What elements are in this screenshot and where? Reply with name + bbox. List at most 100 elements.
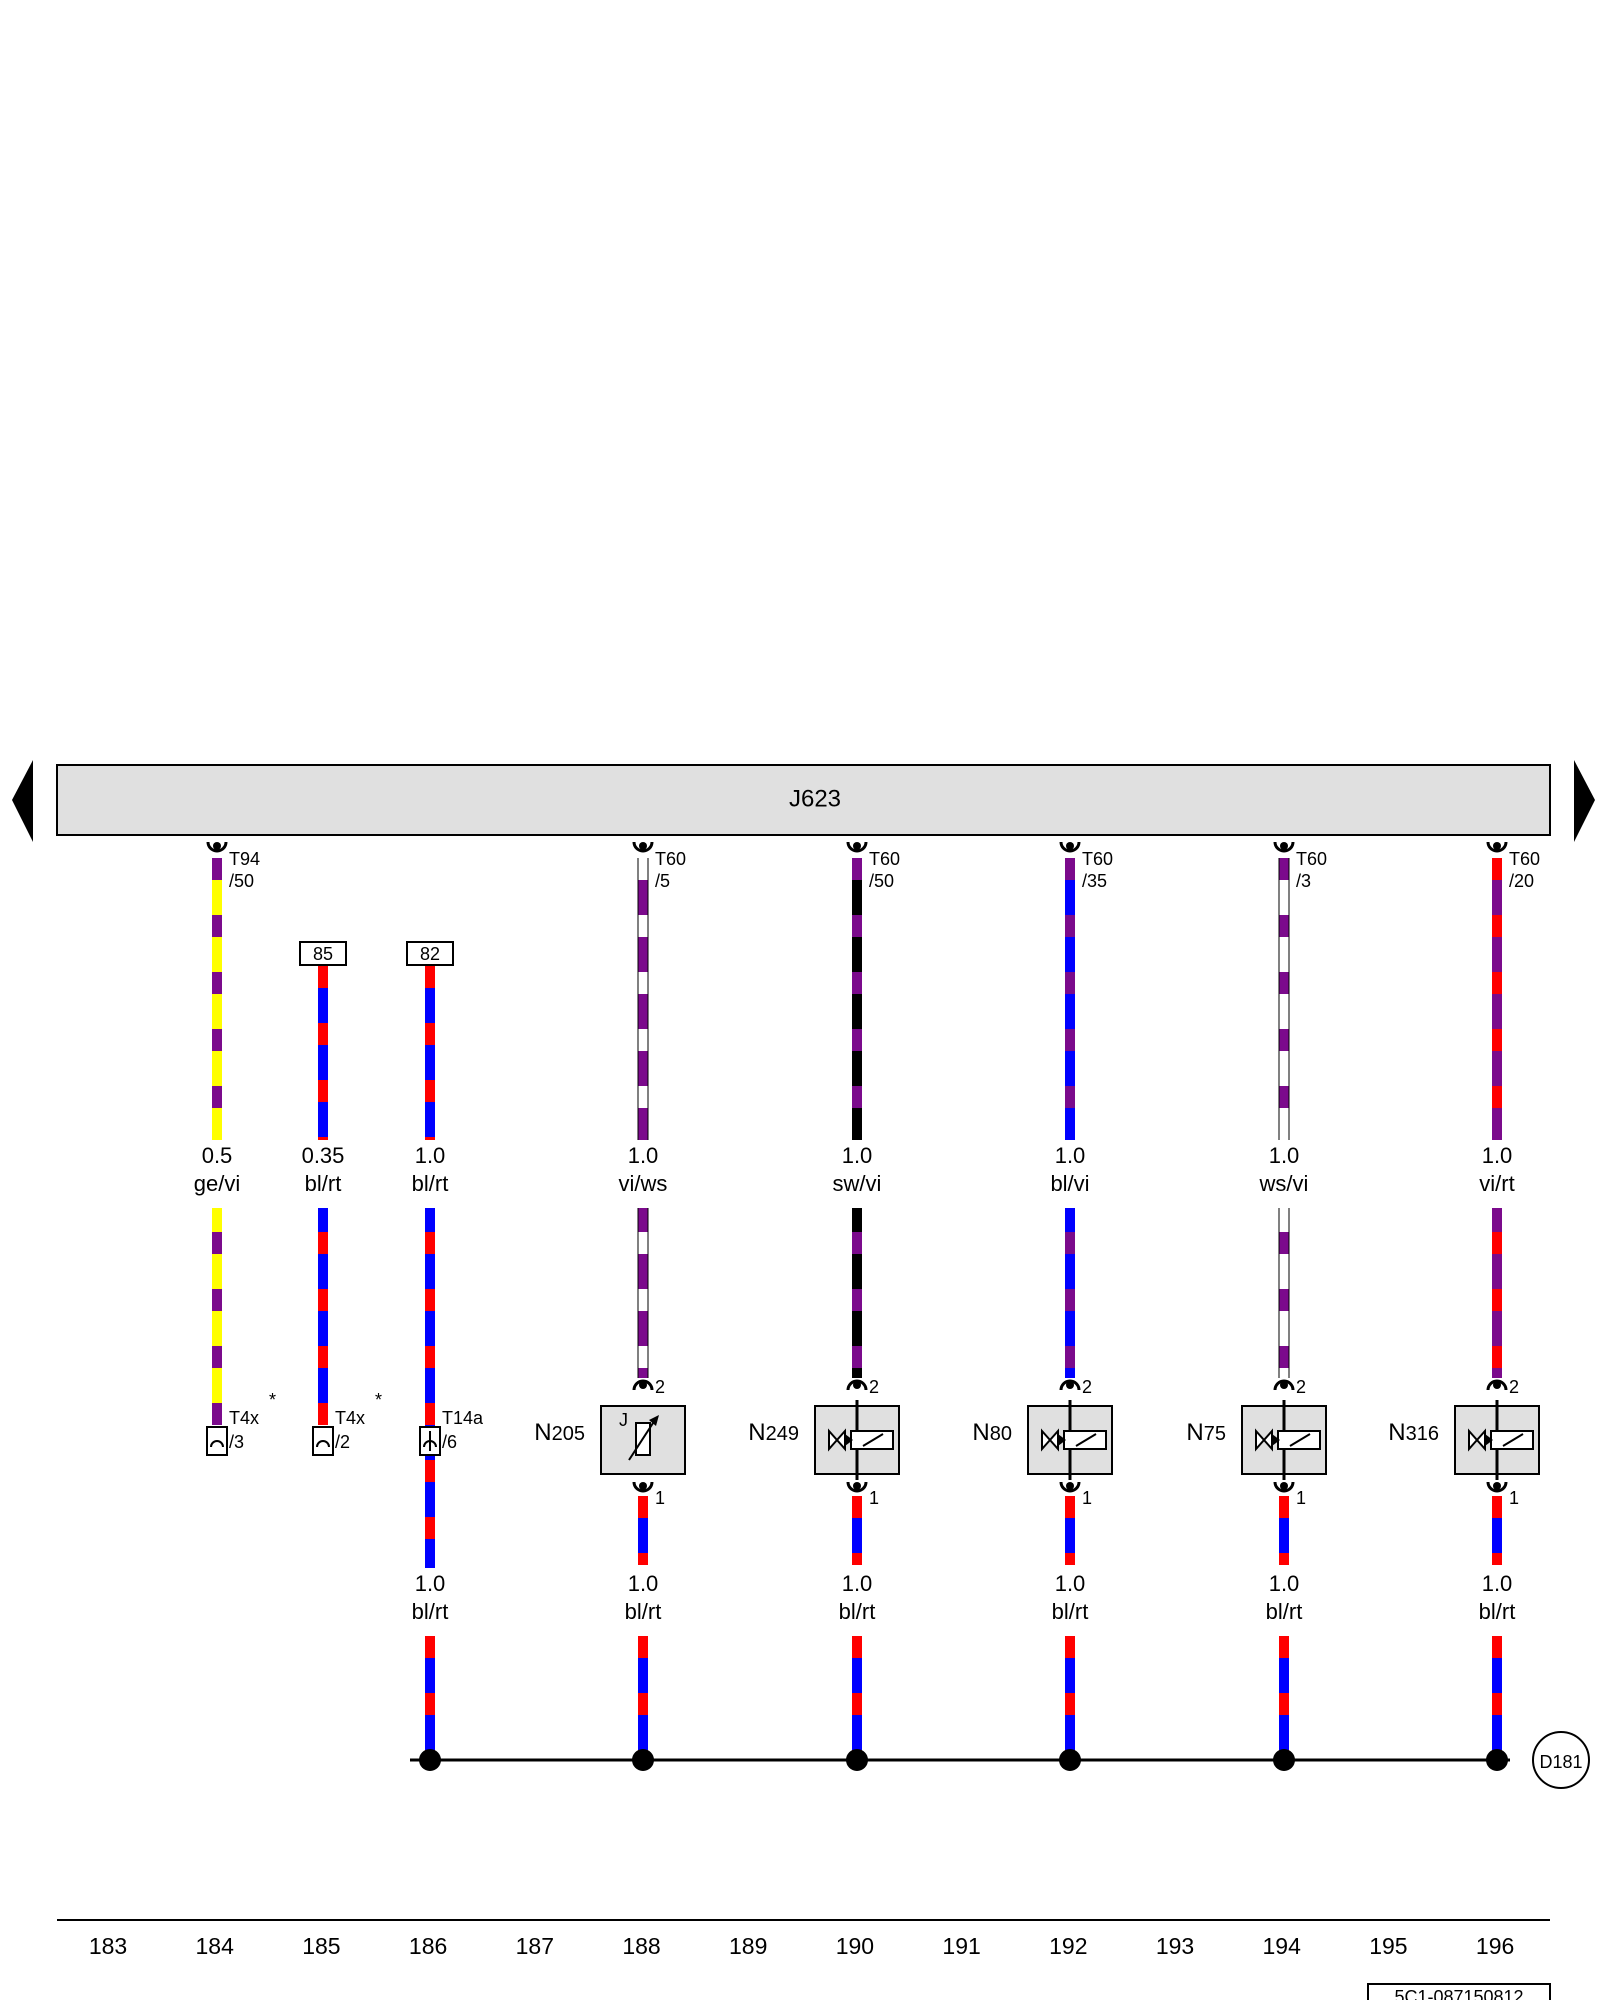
component-pin-bottom-arc <box>1059 1481 1081 1493</box>
wire-upper-w5-stripe <box>852 1086 862 1108</box>
wire-size-label: 1.0 <box>842 1143 873 1168</box>
terminal-t5-pin-dot <box>853 842 861 850</box>
component-number: 75 <box>1204 1423 1226 1445</box>
wire-comp-c3 <box>1065 1208 1075 1378</box>
wire-ground-l3-stripe <box>852 1636 862 1658</box>
component-pin-number: 1 <box>1296 1488 1306 1508</box>
component-label: N75 <box>1186 1419 1226 1446</box>
ground-junction-dot <box>1486 1749 1508 1771</box>
wire-upper-w4-stripe <box>638 858 648 880</box>
terminal-t8-pin <box>1486 841 1508 853</box>
wire-upper-w2-stripe <box>318 1137 328 1140</box>
wire-upper-w6-stripe <box>1065 858 1075 880</box>
wire-size-label: 0.35 <box>302 1143 345 1168</box>
column-number: 185 <box>302 1933 340 1959</box>
wire-color-label: bl/rt <box>1479 1599 1516 1624</box>
valve-icon <box>1468 1428 1486 1452</box>
component-pin-top <box>1486 1379 1508 1391</box>
wire-mid-w1-stripe <box>212 1403 222 1425</box>
wire-size-label: 1.0 <box>1269 1143 1300 1168</box>
wire-mid-w2-stripe <box>318 1232 328 1254</box>
splice-ref-box <box>406 941 454 966</box>
wire-upper-w3-stripe <box>425 966 435 988</box>
wire-upper-w7-stripe <box>1279 1029 1289 1051</box>
footnote-marker: * <box>375 1390 382 1410</box>
document-id-label: 5C1-087150812 <box>1394 1987 1523 2000</box>
wire-comp-lower-c5 <box>1492 1496 1502 1565</box>
wire-upper-w3-stripe <box>425 1137 435 1140</box>
wire-color-label: sw/vi <box>833 1171 882 1196</box>
column-number: 188 <box>622 1933 660 1959</box>
wire-upper-w6-base <box>1065 858 1075 1140</box>
wire-comp-c1 <box>637 1208 649 1378</box>
component-pin-bottom <box>1059 1481 1081 1493</box>
wire-comp-c5 <box>1492 1208 1502 1378</box>
component-pin-number: 2 <box>1296 1377 1306 1397</box>
column-number: 184 <box>196 1933 235 1959</box>
wire-comp-c1-stripe <box>638 1232 648 1254</box>
component-number: 316 <box>1406 1423 1439 1445</box>
wire-mid-w3-stripe <box>425 1460 435 1482</box>
wire-upper-w8-stripe <box>1492 915 1502 937</box>
terminal-pin-label: /50 <box>869 871 894 891</box>
wire-comp-lower-c1-stripe <box>638 1553 648 1565</box>
terminal-t6-pin-arc <box>1059 841 1081 853</box>
wire-upper-w1-stripe <box>212 1086 222 1108</box>
wire-mid-w3-stripe <box>425 1289 435 1311</box>
terminal-t4-pin-arc <box>632 841 654 853</box>
component-label: N249 <box>748 1419 799 1446</box>
column-number: 195 <box>1369 1933 1407 1959</box>
component-symbol-letter: J <box>619 1410 628 1430</box>
wire-comp-c1-stripe <box>638 1346 648 1368</box>
wire-upper-w8-stripe <box>1492 1086 1502 1108</box>
valve-arrow-icon <box>1272 1434 1280 1446</box>
component-prefix: N <box>748 1419 765 1446</box>
bottom-connector-label: T14a <box>442 1408 484 1428</box>
wire-size-label: 1.0 <box>1055 1571 1086 1596</box>
wire-comp-c2 <box>852 1208 862 1378</box>
wire-upper-w1-stripe <box>212 972 222 994</box>
component-number: 80 <box>990 1423 1012 1445</box>
wire-color-label: ws/vi <box>1259 1171 1309 1196</box>
wire-comp-c5-stripe <box>1492 1289 1502 1311</box>
wire-ground-l5-stripe <box>1279 1636 1289 1658</box>
wire-upper-w6-stripe <box>1065 1086 1075 1108</box>
terminal-t7-pin-arc <box>1273 841 1295 853</box>
wire-mid-w1 <box>212 1208 222 1425</box>
wire-size-label: 1.0 <box>1269 1571 1300 1596</box>
wire-comp-c1-stripe <box>638 1289 648 1311</box>
wire-ground-l2-stripe <box>638 1636 648 1658</box>
wire-upper-w4-stripe <box>638 972 648 994</box>
wire-comp-lower-c3-base <box>1065 1496 1075 1565</box>
wire-upper-w7 <box>1278 858 1290 1140</box>
terminal-connector-label: T60 <box>1296 849 1327 869</box>
component-pin-number: 2 <box>655 1377 665 1397</box>
solenoid-coil-slash <box>1075 1433 1097 1447</box>
bottom-connector-pin: /6 <box>442 1432 457 1452</box>
wire-upper-w1 <box>212 858 222 1140</box>
wire-mid-w3-stripe <box>425 1403 435 1425</box>
column-number: 187 <box>516 1933 554 1959</box>
wire-comp-lower-c2-stripe <box>852 1496 862 1518</box>
wire-ground-l4 <box>1065 1636 1075 1758</box>
ground-point-circle <box>1532 1731 1590 1789</box>
document-id-box <box>1367 1983 1551 2000</box>
wire-comp-c2-stripe <box>852 1232 862 1254</box>
wire-mid-w1-stripe <box>212 1289 222 1311</box>
wire-upper-w1-stripe <box>212 1029 222 1051</box>
terminal-pin-label: /3 <box>1296 871 1311 891</box>
terminal-t1-pin-dot <box>213 842 221 850</box>
terminal-t5-pin-arc <box>846 841 868 853</box>
wire-color-label: vi/rt <box>1479 1171 1514 1196</box>
wire-comp-lower-c2 <box>852 1496 862 1565</box>
wire-layer <box>212 858 1502 1758</box>
component-pin-bottom-arc <box>846 1481 868 1493</box>
footnote-marker: * <box>269 1390 276 1410</box>
ground-point-label: D181 <box>1539 1752 1582 1772</box>
valve-arrow-icon <box>1485 1434 1493 1446</box>
wire-upper-w6 <box>1065 858 1075 1140</box>
wire-mid-w3-base <box>425 1208 435 1568</box>
wire-mid-w2 <box>318 1208 328 1425</box>
wire-color-label: bl/rt <box>1052 1599 1089 1624</box>
wire-size-label: 1.0 <box>415 1571 446 1596</box>
